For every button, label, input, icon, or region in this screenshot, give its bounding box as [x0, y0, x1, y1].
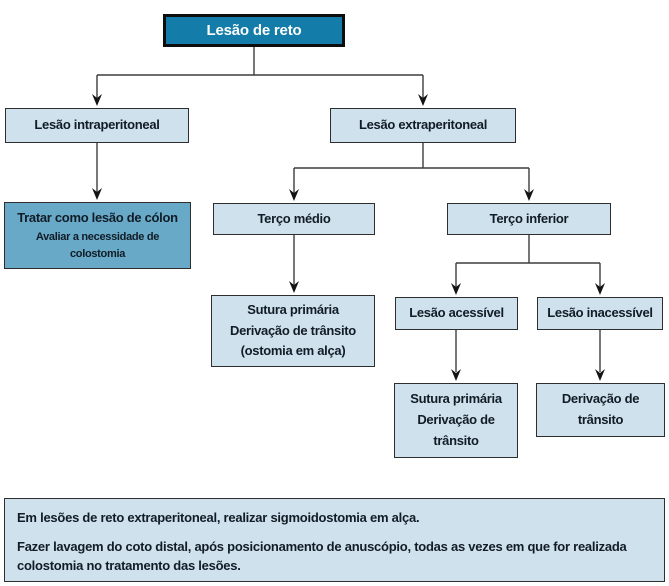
node-line: trânsito: [577, 412, 624, 427]
node-line: Sutura primária: [247, 301, 339, 317]
node-line: trânsito: [433, 432, 479, 448]
footnote-box: Em lesões de reto extraperitoneal, reali…: [4, 498, 665, 582]
arrowhead-icon: [451, 369, 461, 381]
arrowhead-icon: [418, 94, 428, 106]
node-line: Tratar como lesão de cólon: [17, 210, 178, 226]
footnote-line: Em lesões de reto extraperitoneal, reali…: [17, 510, 420, 525]
footnote-line: Fazer lavagem do coto distal, após posic…: [17, 538, 627, 574]
connector-extra-split: [293, 143, 530, 193]
node-lesao-acessivel: Lesão acessível: [395, 297, 518, 330]
arrowhead-icon: [92, 94, 102, 106]
connector-inferior-split: [455, 235, 601, 287]
node-terco-inferior: Terço inferior: [447, 203, 611, 235]
node-line: colostomia: [69, 247, 126, 260]
node-line: Avaliar a necessidade de: [35, 230, 160, 243]
node-line: Derivação de: [417, 412, 495, 428]
node-label: Lesão acessível: [409, 305, 504, 321]
node-terco-medio: Terço médio: [213, 203, 375, 235]
node-line: Derivação de: [561, 391, 640, 407]
arrowhead-icon: [289, 281, 299, 293]
arrowhead-icon: [595, 369, 605, 381]
node-label: Lesão extraperitoneal: [358, 117, 488, 133]
node-derivacao-de-transito: Derivação de trânsito: [536, 383, 665, 437]
node-line: (ostomia em alça): [240, 343, 346, 359]
node-line: Sutura primária: [410, 391, 502, 407]
node-label: Lesão de reto: [206, 21, 302, 39]
node-sutura-primaria-derivacao-ostomia: Sutura primária Derivação de trânsito (o…: [211, 295, 375, 367]
arrowhead-icon: [595, 283, 605, 295]
node-lesao-de-reto: Lesão de reto: [163, 14, 345, 47]
node-label: Lesão intraperitoneal: [34, 117, 160, 133]
node-line: Derivação de trânsito: [230, 322, 356, 338]
node-lesao-intraperitoneal: Lesão intraperitoneal: [5, 108, 189, 143]
node-label: Lesão inacessível: [547, 305, 653, 321]
connector-root-split: [96, 47, 424, 98]
arrowhead-icon: [451, 283, 461, 295]
arrowhead-icon: [289, 189, 299, 201]
node-label: Terço inferior: [489, 210, 569, 226]
node-label: Terço médio: [257, 210, 331, 226]
arrowhead-icon: [524, 189, 534, 201]
arrowhead-icon: [92, 188, 102, 200]
node-lesao-extraperitoneal: Lesão extraperitoneal: [330, 108, 516, 143]
node-lesao-inacessivel: Lesão inacessível: [537, 297, 663, 330]
node-sutura-primaria-derivacao-transito: Sutura primária Derivação de trânsito: [394, 383, 518, 458]
node-tratar-como-lesao-de-colon: Tratar como lesão de cólon Avaliar a nec…: [4, 202, 191, 269]
